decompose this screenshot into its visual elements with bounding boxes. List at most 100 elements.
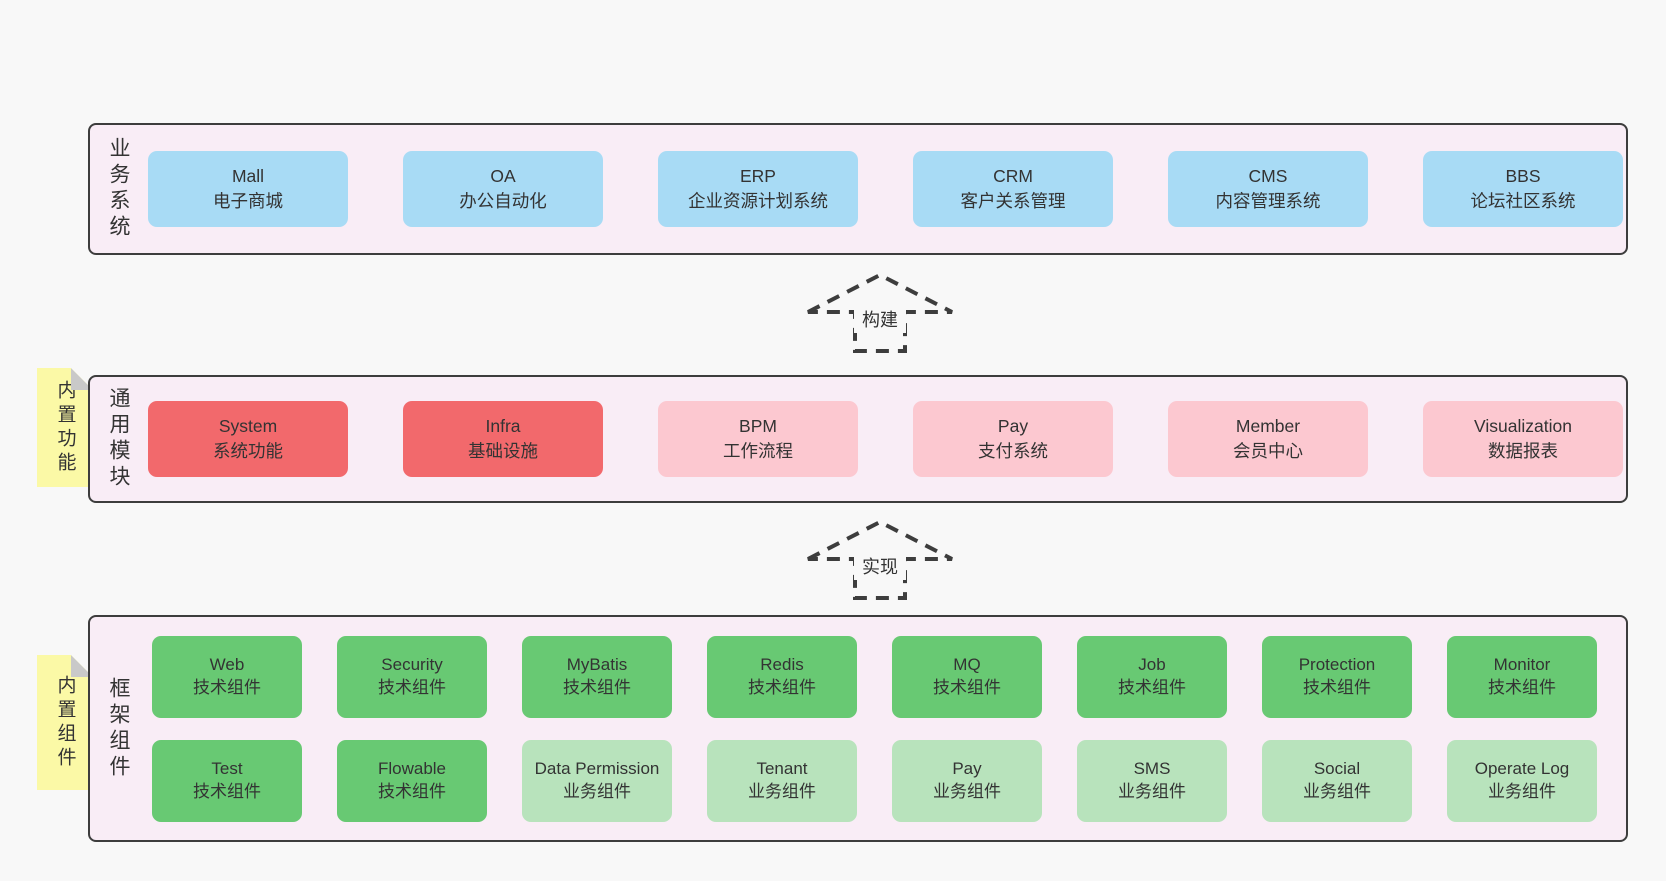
box-title: Data Permission — [534, 759, 660, 779]
box-title: Test — [211, 759, 243, 779]
box-system: System 系统功能 — [148, 401, 348, 477]
box-subtitle: 技术组件 — [933, 677, 1001, 697]
box-subtitle: 技术组件 — [378, 677, 446, 697]
box-social: Social 业务组件 — [1262, 739, 1412, 822]
box-member: Member 会员中心 — [1168, 401, 1368, 477]
band-label-common-modules: 通用模块 — [90, 387, 146, 491]
box-protection: Protection 技术组件 — [1262, 635, 1412, 718]
box-job: Job 技术组件 — [1077, 635, 1227, 718]
box-subtitle: 支付系统 — [978, 441, 1048, 461]
box-pay-component: Pay 业务组件 — [892, 739, 1042, 822]
box-subtitle: 企业资源计划系统 — [688, 191, 828, 211]
box-title: Social — [1313, 759, 1361, 779]
box-title: Tenant — [756, 759, 808, 779]
box-visualization: Visualization 数据报表 — [1423, 401, 1623, 477]
box-monitor: Monitor 技术组件 — [1447, 635, 1597, 718]
box-tenant: Tenant 业务组件 — [707, 739, 857, 822]
box-title: Member — [1235, 416, 1301, 437]
box-bpm: BPM 工作流程 — [658, 401, 858, 477]
box-subtitle: 技术组件 — [1488, 677, 1556, 697]
box-oa: OA 办公自动化 — [403, 151, 603, 227]
box-title: Monitor — [1493, 655, 1551, 675]
box-bbs: BBS 论坛社区系统 — [1423, 151, 1623, 227]
box-title: System — [218, 416, 278, 437]
arrow-label: 构建 — [862, 310, 898, 330]
box-title: Protection — [1298, 655, 1376, 675]
box-title: Redis — [760, 655, 804, 675]
box-data-permission: Data Permission 业务组件 — [522, 739, 672, 822]
box-test: Test 技术组件 — [152, 739, 302, 822]
box-mall: Mall 电子商城 — [148, 151, 348, 227]
band-label-text: 通用模块 — [107, 387, 130, 491]
box-subtitle: 业务组件 — [1118, 781, 1186, 801]
box-operate-log: Operate Log 业务组件 — [1447, 739, 1597, 822]
component-rows: Web 技术组件 Security 技术组件 MyBatis 技术组件 Redi… — [146, 635, 1597, 822]
box-title: Web — [209, 655, 245, 675]
box-subtitle: 技术组件 — [193, 677, 261, 697]
box-security: Security 技术组件 — [337, 635, 487, 718]
box-title: Infra — [485, 416, 521, 437]
box-title: Pay — [952, 759, 982, 779]
box-title: OA — [490, 166, 516, 187]
component-row-1: Web 技术组件 Security 技术组件 MyBatis 技术组件 Redi… — [150, 635, 1597, 718]
band-label-text: 框架组件 — [107, 676, 130, 781]
box-title: Visualization — [1474, 416, 1572, 437]
box-subtitle: 技术组件 — [748, 677, 816, 697]
box-crm: CRM 客户关系管理 — [913, 151, 1113, 227]
box-subtitle: 客户关系管理 — [960, 191, 1066, 211]
box-subtitle: 工作流程 — [723, 441, 793, 461]
box-cms: CMS 内容管理系统 — [1168, 151, 1368, 227]
module-boxes: System 系统功能 Infra 基础设施 BPM 工作流程 Pay 支付系统… — [146, 401, 1623, 477]
box-title: SMS — [1133, 759, 1171, 779]
box-title: MyBatis — [566, 655, 628, 675]
box-subtitle: 内容管理系统 — [1215, 191, 1321, 211]
box-infra: Infra 基础设施 — [403, 401, 603, 477]
box-subtitle: 业务组件 — [1488, 781, 1556, 801]
note-text: 内置功能 — [54, 379, 76, 476]
box-mybatis: MyBatis 技术组件 — [522, 635, 672, 718]
box-title: Job — [1138, 655, 1166, 675]
arrow-label-backdrop — [854, 553, 906, 580]
box-subtitle: 办公自动化 — [459, 191, 547, 211]
box-title: Pay — [997, 416, 1029, 437]
box-subtitle: 技术组件 — [1303, 677, 1371, 697]
note-built-in-functions: 内置功能 — [37, 368, 93, 487]
band-framework-components: 框架组件 Web 技术组件 Security 技术组件 MyBatis 技术组件… — [88, 615, 1628, 842]
box-title: Operate Log — [1474, 759, 1570, 779]
box-subtitle: 电子商城 — [213, 191, 283, 211]
box-subtitle: 数据报表 — [1488, 441, 1558, 461]
box-mq: MQ 技术组件 — [892, 635, 1042, 718]
box-subtitle: 会员中心 — [1233, 441, 1303, 461]
arrow-implement: 实现 — [807, 519, 953, 600]
box-subtitle: 系统功能 — [213, 441, 283, 461]
box-title: CMS — [1248, 166, 1288, 187]
box-erp: ERP 企业资源计划系统 — [658, 151, 858, 227]
box-subtitle: 技术组件 — [1118, 677, 1186, 697]
note-built-in-components: 内置组件 — [37, 655, 93, 790]
box-subtitle: 技术组件 — [193, 781, 261, 801]
box-web: Web 技术组件 — [152, 635, 302, 718]
box-title: ERP — [740, 166, 776, 187]
box-subtitle: 业务组件 — [563, 781, 631, 801]
band-common-modules: 通用模块 System 系统功能 Infra 基础设施 BPM 工作流程 Pay… — [88, 375, 1628, 503]
box-subtitle: 技术组件 — [563, 677, 631, 697]
band-label-business-systems: 业务系统 — [90, 137, 146, 241]
box-subtitle: 业务组件 — [1303, 781, 1371, 801]
box-subtitle: 论坛社区系统 — [1470, 191, 1576, 211]
box-subtitle: 技术组件 — [378, 781, 446, 801]
box-title: BPM — [739, 416, 777, 437]
box-flowable: Flowable 技术组件 — [337, 739, 487, 822]
box-pay-system: Pay 支付系统 — [913, 401, 1113, 477]
box-subtitle: 业务组件 — [748, 781, 816, 801]
component-row-2: Test 技术组件 Flowable 技术组件 Data Permission … — [150, 739, 1597, 822]
arrow-build: 构建 — [807, 272, 953, 353]
box-title: Security — [381, 655, 443, 675]
box-sms: SMS 业务组件 — [1077, 739, 1227, 822]
band-label-framework-components: 框架组件 — [90, 677, 146, 781]
box-title: BBS — [1505, 166, 1541, 187]
box-title: Flowable — [377, 759, 447, 779]
business-boxes: Mall 电子商城 OA 办公自动化 ERP 企业资源计划系统 CRM 客户关系… — [146, 151, 1623, 227]
box-title: CRM — [993, 166, 1033, 187]
arrow-label: 实现 — [862, 557, 898, 577]
